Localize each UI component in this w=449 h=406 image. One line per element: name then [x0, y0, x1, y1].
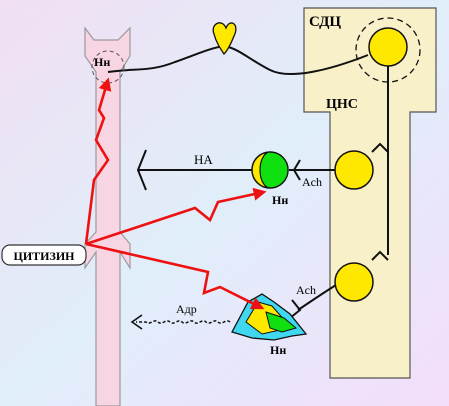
- arrow-to-adrenal: [85, 242, 265, 310]
- drug-label-box: [1, 244, 87, 266]
- label-cns: ЦНС: [326, 97, 358, 112]
- nodose-ganglion: [212, 22, 237, 56]
- cns-neuron-upper: [334, 150, 374, 190]
- preganglionic-terminal-upper: [292, 159, 301, 181]
- ganglion-receptor: [259, 151, 289, 189]
- label-hn-carotid: Нн: [94, 55, 110, 69]
- vasomotor-center-neuron: [368, 27, 408, 67]
- label-adrenaline: Адр: [176, 302, 197, 316]
- preganglionic-terminal-lower: [289, 299, 302, 319]
- adrenaline-release-line: [136, 320, 231, 324]
- adrenaline-release-arrowhead: [130, 314, 143, 330]
- drug-label: ЦИТИЗИН: [13, 249, 75, 263]
- preganglionic-fiber-lower: [297, 284, 337, 311]
- label-ach-upper: Ach: [302, 175, 322, 189]
- postganglionic-terminal: [136, 149, 147, 191]
- adrenal-receptor: [265, 311, 298, 333]
- arrow-to-sympathetic-ganglion: [85, 187, 267, 246]
- synapse-lower: [371, 250, 389, 261]
- label-noradrenaline: НА: [194, 152, 213, 167]
- synapse-upper: [371, 142, 389, 153]
- label-sdc: СДЦ: [309, 14, 341, 30]
- arrow-to-carotid-receptors: [84, 77, 112, 245]
- label-hn-adrenal: Нн: [270, 343, 286, 357]
- cns-neuron-lower: [334, 262, 374, 302]
- label-ach-lower: Ach: [296, 283, 316, 297]
- label-hn-ganglion: Нн: [272, 193, 288, 207]
